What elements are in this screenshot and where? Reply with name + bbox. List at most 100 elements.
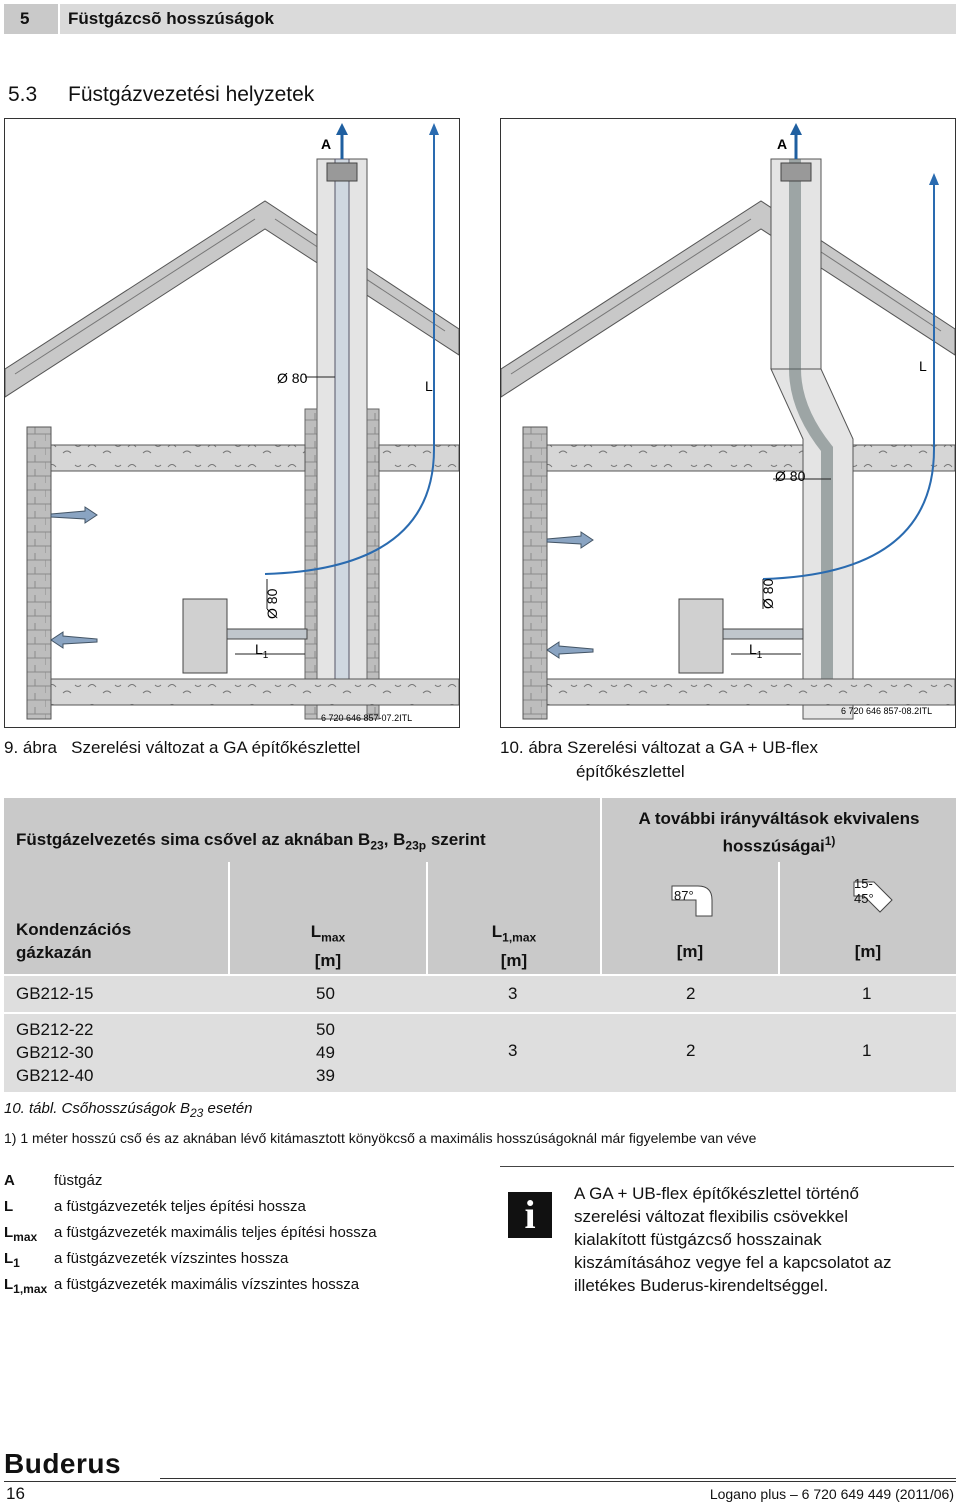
legend-key: L xyxy=(4,1276,14,1293)
row2-model-1: GB212-22 xyxy=(16,1020,94,1039)
fig10-code: 6 720 646 857-08.2ITL xyxy=(841,706,932,716)
table-caption-text: Csőhosszúságok B xyxy=(61,1100,190,1117)
figure-9: A L Ø 80 Ø 80 L1 6 720 646 857-07.2ITL xyxy=(4,118,460,728)
col-87-unit: [m] xyxy=(676,942,704,961)
table-head-right-line1: A további irányváltások ekvivalens xyxy=(638,809,920,828)
table-head-right-line2: hosszúságai xyxy=(722,836,825,856)
table-head-left-end: szerint xyxy=(426,830,486,849)
brand-logo: Buderus xyxy=(4,1448,122,1479)
legend-item: L1,max a füstgázvezeték maximális vízszin… xyxy=(4,1274,464,1300)
legend-text: a füstgázvezeték vízszintes hossza xyxy=(54,1250,289,1267)
row1-lmax: 50 xyxy=(316,984,335,1003)
footer-rule xyxy=(4,1481,956,1482)
row2-model-2: GB212-30 xyxy=(16,1043,94,1062)
figure-10-illustration: A L Ø 80 Ø 80 L1 6 720 646 857-08.2ITL xyxy=(501,123,955,720)
row2-lmax-3: 39 xyxy=(316,1066,335,1085)
col-boiler-line1: Kondenzációs xyxy=(16,920,132,939)
table-head-left-mid: , B xyxy=(383,830,406,849)
info-line: kiszámításához vegye fel a kapcsolatot a… xyxy=(574,1253,892,1272)
figure-9-illustration: A L Ø 80 Ø 80 L1 6 720 646 857-07.2ITL xyxy=(5,123,459,723)
section-title: Füstgázvezetési helyzetek xyxy=(68,83,315,106)
info-divider xyxy=(500,1166,954,1167)
legend-key-sub: 1 xyxy=(13,1256,20,1270)
legend-item: L1 a füstgázvezeték vízszintes hossza xyxy=(4,1248,464,1274)
table-head-right-sup: 1) xyxy=(824,834,836,848)
info-line: illetékes Buderus-kirendeltséggel. xyxy=(574,1276,829,1295)
row1-l1max: 3 xyxy=(508,984,518,1003)
page-number: 16 xyxy=(6,1484,25,1503)
elbow-45-angle1: 15- xyxy=(854,876,873,891)
legend-text: a füstgázvezeték maximális vízszintes ho… xyxy=(54,1276,360,1293)
table-head-left: Füstgázelvezetés sima csővel az aknában … xyxy=(4,798,600,862)
fig9-label-A: A xyxy=(321,136,331,152)
figure-9-caption: 9. ábra Szerelési változat a GA építőkés… xyxy=(4,736,360,760)
table-head-left-text: Füstgázelvezetés sima csővel az aknában … xyxy=(16,830,371,849)
col-l1max-unit: [m] xyxy=(500,951,528,971)
info-line: szerelési változat flexibilis csövekkel xyxy=(574,1207,848,1226)
elbow-45-angle2: 45° xyxy=(854,891,874,906)
elbow-87-angle: 87° xyxy=(674,888,694,903)
info-line: kialakított füstgázcső hosszainak xyxy=(574,1230,822,1249)
chapter-title: Füstgázcsõ hosszúságok xyxy=(60,4,956,34)
col-lmax-sub: max xyxy=(321,930,346,945)
elbow-45-icon xyxy=(853,881,893,913)
fig10-label-d80-vertical: Ø 80 xyxy=(760,578,776,609)
fig10-label-L: L xyxy=(919,358,927,374)
row2-e45: 1 xyxy=(862,1041,872,1060)
fig9-code: 6 720 646 857-07.2ITL xyxy=(321,713,412,723)
legend-key: L xyxy=(4,1250,14,1267)
info-line: A GA + UB-flex építőkészlettel történő xyxy=(574,1184,859,1203)
col-lmax-unit: [m] xyxy=(314,951,342,971)
table-head-left-sub1: 23 xyxy=(370,838,384,853)
table-caption-sub: 23 xyxy=(189,1106,204,1120)
legend-item: Lmax a füstgázvezeték maximális teljes ép… xyxy=(4,1222,464,1248)
row2-lmax-1: 50 xyxy=(316,1020,335,1039)
figure-10-caption: 10. ábra Szerelési változat a GA + UB-fl… xyxy=(500,736,950,784)
col-l1max-header: L1,max [m] xyxy=(428,862,600,974)
col-boiler-header: Kondenzációs gázkazán xyxy=(4,862,228,974)
col-l1max-sub: 1,max xyxy=(502,930,537,945)
col-87-header: 87° [m] xyxy=(602,862,778,974)
figure-10-caption-text: Szerelési változat a GA + UB-flex xyxy=(567,738,818,757)
fig10-label-L1: L1 xyxy=(749,641,763,661)
footnote: 1) 1 méter hosszú cső és az aknában lévő… xyxy=(4,1130,757,1146)
footer-rule-top xyxy=(160,1478,956,1479)
table-caption-num: 10. tábl. xyxy=(4,1100,58,1117)
fig10-label-A: A xyxy=(777,136,787,152)
col-boiler-line2: gázkazán xyxy=(16,943,92,962)
legend-key: L xyxy=(4,1224,14,1241)
chapter-number: 5 xyxy=(4,4,58,34)
figure-10-caption-text2: építőkészlettel xyxy=(576,762,685,781)
legend-key-sub: 1,max xyxy=(13,1282,48,1296)
legend-key: A xyxy=(4,1172,15,1189)
legend-text: a füstgázvezeték teljes építési hossza xyxy=(54,1198,306,1215)
col-lmax-main: L xyxy=(310,922,322,941)
table-head-right: A további irányváltások ekvivalens hossz… xyxy=(602,798,956,862)
figure-9-caption-text: Szerelési változat a GA építőkészlettel xyxy=(71,738,361,757)
fig9-label-d80-top: Ø 80 xyxy=(277,370,308,386)
elbow-87-icon xyxy=(671,885,713,917)
col-l1max-main: L xyxy=(491,922,503,941)
figure-10: A L Ø 80 Ø 80 L1 6 720 646 857-08.2ITL xyxy=(500,118,956,728)
table-caption: 10. tábl. Csőhosszúságok B23 esetén xyxy=(4,1100,253,1120)
length-table: Füstgázelvezetés sima csővel az aknában … xyxy=(4,798,956,1100)
legend-text: füstgáz xyxy=(54,1172,103,1189)
figure-10-caption-num: 10. ábra xyxy=(500,738,563,757)
fig10-label-d80-top: Ø 80 xyxy=(775,468,806,484)
table-caption-end: esetén xyxy=(203,1100,253,1117)
legend-key: L xyxy=(4,1198,14,1215)
fig9-label-L: L xyxy=(425,378,433,394)
fig9-label-L1: L1 xyxy=(255,641,269,661)
table-row: GB212-22 GB212-30 GB212-40 50 49 39 3 2 … xyxy=(4,1014,956,1092)
row2-lmax-2: 49 xyxy=(316,1043,335,1062)
table-row: GB212-15 50 3 2 1 xyxy=(4,976,956,1012)
legend-text: a füstgázvezeték maximális teljes építés… xyxy=(54,1224,377,1241)
legend-key-sub: max xyxy=(13,1230,38,1244)
fig9-label-d80-vertical: Ø 80 xyxy=(264,588,280,619)
info-text: A GA + UB-flex építőkészlettel történő s… xyxy=(574,1182,954,1297)
col-45-unit: [m] xyxy=(854,942,882,961)
